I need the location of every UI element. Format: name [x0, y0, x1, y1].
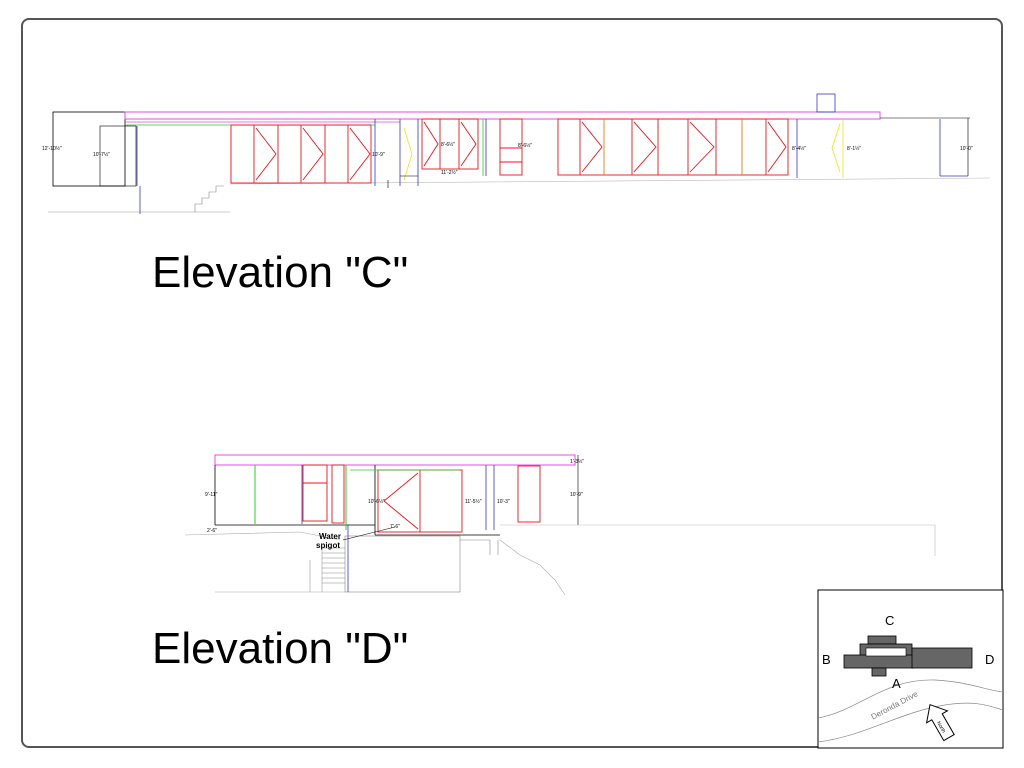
- dim-d-5: 11'-5½": [465, 498, 482, 505]
- water-spigot-note-line1: Water: [319, 532, 341, 541]
- water-spigot-note-line2: spigot: [316, 541, 340, 550]
- dim-d-1: 9'-11": [205, 492, 218, 498]
- elev-c-window-group-3: [557, 118, 789, 176]
- elev-d-dimensions: 9'-11" 10'-9" 7'-6" 10'-6½" 11'-5½" 10'-…: [205, 458, 584, 550]
- dim-c-9: 10'-0": [960, 146, 973, 152]
- elevation-d-title: Elevation "D": [152, 624, 409, 673]
- dim-d-3: 7'-6": [390, 524, 400, 530]
- elev-d-roof-fascia: [214, 454, 576, 466]
- keyplan-label-d: D: [985, 652, 994, 667]
- dim-d-6: 10'-3": [497, 499, 510, 505]
- dim-c-8: 8'-1½": [847, 145, 861, 152]
- north-arrow-label: North: [935, 721, 946, 735]
- elev-c-window-group-1: [230, 124, 372, 184]
- elevation-c-drawing: [48, 93, 991, 214]
- elev-c-chimney: [816, 93, 836, 113]
- elev-c-left-wall: [52, 111, 126, 187]
- elev-c-window-group-2: [421, 118, 523, 176]
- dim-d-8: 2'-6": [207, 528, 217, 534]
- dim-d-4: 10'-6½": [368, 498, 385, 505]
- elev-c-dimensions: 12'-10½" 10'-7½" 10'-9" 8'-6½" 11'-2½" 8…: [42, 141, 973, 176]
- elev-d-foundation: [344, 535, 461, 593]
- dim-c-4: 8'-6½": [441, 141, 455, 148]
- elev-c-left-inner: [99, 125, 137, 187]
- dim-c-6: 8'-6½": [518, 142, 532, 149]
- elevation-d-drawing: [184, 454, 936, 596]
- dim-c-5: 11'-2½": [441, 169, 458, 176]
- elevation-c-title: Elevation "C": [152, 248, 409, 297]
- dim-c-1: 12'-10½": [42, 145, 62, 152]
- dim-c-7: 8'-4½": [792, 145, 806, 152]
- north-arrow-icon: North: [925, 704, 955, 742]
- dim-d-7: 1'-3½": [570, 458, 584, 465]
- keyplan-label-b: B: [822, 652, 831, 667]
- keyplan-label-a: A: [892, 676, 901, 691]
- dim-d-2: 10'-9": [570, 492, 583, 498]
- elev-c-roof-fascia: [124, 111, 881, 120]
- dim-c-2: 10'-7½": [93, 151, 110, 158]
- keyplan-label-c: C: [885, 613, 894, 628]
- key-plan: Deronda Drive C B D A North: [817, 589, 1004, 749]
- dim-c-3: 10'-9": [372, 152, 385, 158]
